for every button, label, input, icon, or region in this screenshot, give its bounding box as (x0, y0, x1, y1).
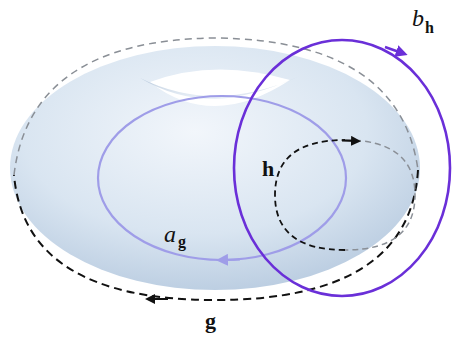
b-loop (234, 40, 450, 296)
loop-subscript: h (425, 20, 434, 36)
a-loop (98, 96, 346, 260)
a-arrow (222, 259, 240, 262)
loop-subscript: g (178, 234, 186, 250)
loop-name: a (164, 222, 176, 246)
g-loop-front (14, 170, 418, 300)
h-loop-front (275, 140, 345, 250)
cycle-label: g (205, 310, 216, 332)
g-arrow (150, 298, 168, 300)
h-loop-back (345, 140, 415, 250)
torus-body (10, 46, 420, 290)
g-loop-back (14, 38, 418, 175)
b-arrow (385, 47, 402, 53)
cycle-label: h (262, 158, 274, 180)
h-arrow (342, 140, 356, 142)
loop-name: b (412, 6, 424, 30)
